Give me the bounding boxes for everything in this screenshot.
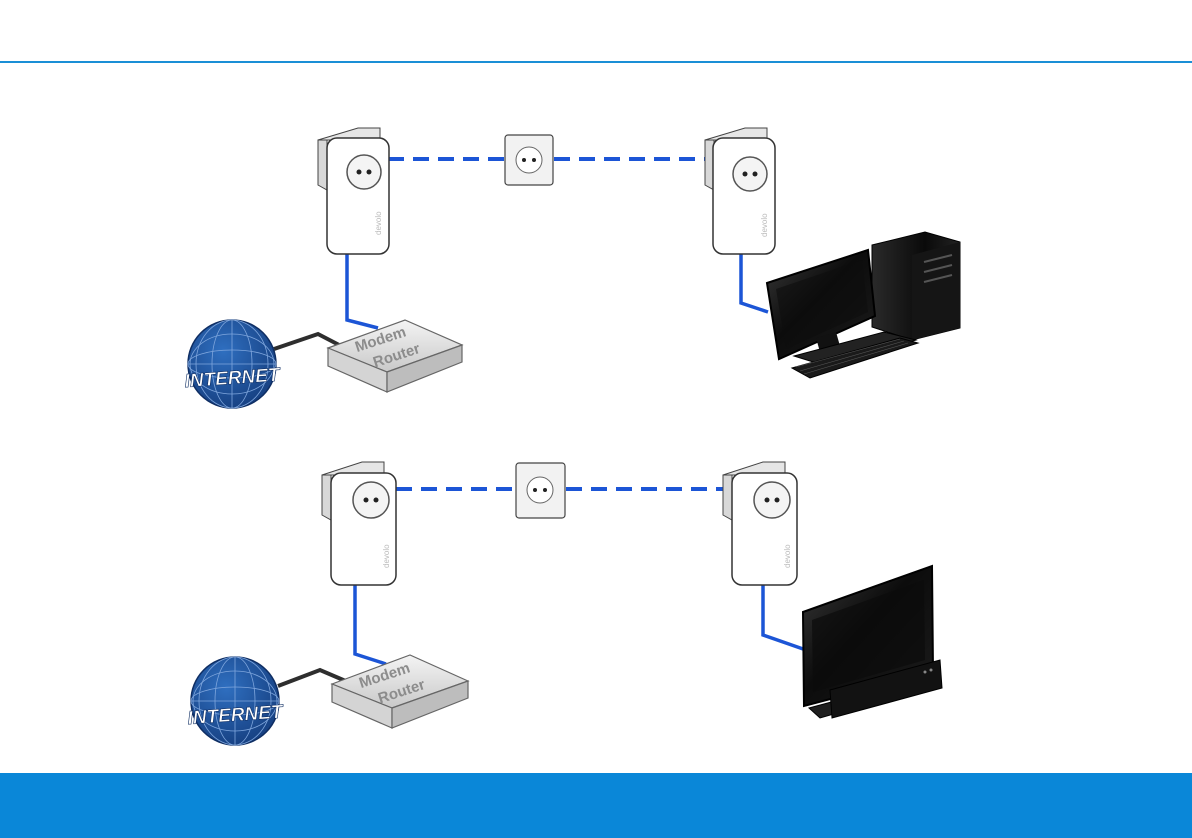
- powerline-adapter-icon: devolo: [322, 462, 396, 585]
- wall-socket-icon: [516, 463, 565, 518]
- powerline-adapter-icon: devolo: [705, 128, 775, 254]
- modem-router-icon: Modem Router: [328, 320, 462, 392]
- internet-globe-icon: INTERNET: [187, 657, 285, 745]
- svg-text:devolo: devolo: [783, 544, 792, 568]
- svg-text:devolo: devolo: [382, 544, 391, 568]
- wall-socket-icon: [505, 135, 553, 185]
- powerline-adapter-icon: devolo: [723, 462, 797, 585]
- scenario-top: devolo devolo INTERNE: [184, 128, 960, 408]
- tv-icon: [803, 566, 942, 718]
- scenario-bottom: devolo devolo INTERNET: [187, 462, 942, 745]
- ethernet-cable-adapter-tv: [763, 583, 806, 650]
- powerline-adapter-icon: devolo: [318, 128, 389, 254]
- desktop-pc-icon: [767, 232, 960, 378]
- ethernet-cable-adapter-router: [347, 253, 378, 328]
- ethernet-cable-adapter-pc: [741, 253, 768, 312]
- svg-text:devolo: devolo: [760, 213, 769, 237]
- svg-text:devolo: devolo: [374, 211, 383, 235]
- modem-router-icon: Modem Router: [332, 655, 468, 728]
- footer-bar: [0, 773, 1192, 838]
- ethernet-cable-adapter-router: [355, 583, 386, 664]
- internet-globe-icon: INTERNET: [184, 320, 282, 408]
